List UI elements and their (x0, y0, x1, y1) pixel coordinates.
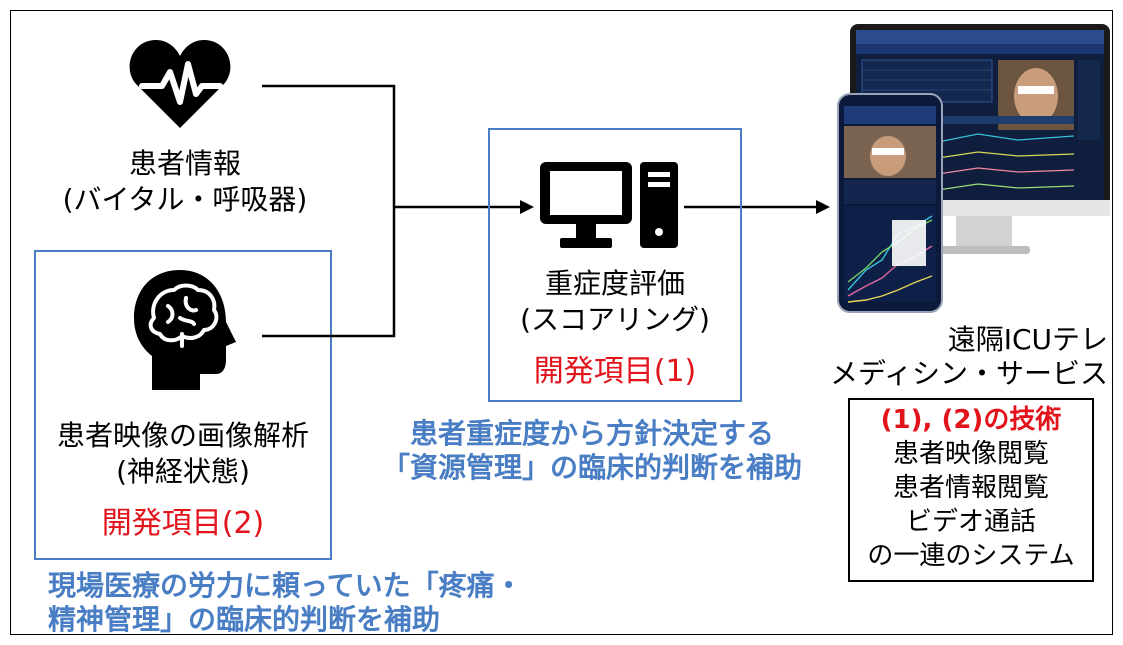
service-feature-3: ビデオ通話 (905, 507, 1036, 537)
resource-note-line1: 患者重症度から方針決定する (409, 417, 774, 450)
dev-item-2-label: 開発項目(2) (101, 506, 265, 541)
pain-note-line2: 精神管理」の臨床的判断を補助 (48, 603, 441, 636)
severity-title: 重症度評価 (544, 267, 685, 300)
image-analysis-subtitle: (神経状態) (116, 455, 250, 488)
image-analysis-title: 患者映像の画像解析 (56, 419, 309, 452)
patient-info-subtitle: (バイタル・呼吸器) (62, 183, 308, 216)
diagram-frame (10, 10, 1113, 635)
dev-item-1-label: 開発項目(1) (533, 354, 697, 389)
heart-pulse-icon (129, 40, 231, 128)
severity-subtitle: (スコアリング) (520, 303, 710, 336)
pain-note-line1: 現場医療の労力に頼っていた「疼痛・ (48, 569, 523, 602)
severity-box (488, 128, 742, 402)
service-feature-2: 患者情報閲覧 (892, 473, 1049, 503)
resource-note-line2: 「資源管理」の臨床的判断を補助 (381, 451, 802, 484)
service-features-box (848, 398, 1094, 582)
service-feature-1: 患者映像閲覧 (892, 439, 1049, 469)
service-title-line2: メディシン・サービス (829, 357, 1108, 390)
tech-label: (1), (2)の技術 (880, 405, 1062, 435)
patient-info-title: 患者情報 (128, 147, 241, 180)
monitor-tablet-screenshot (837, 24, 1110, 313)
service-feature-4: の一連のシステム (867, 541, 1075, 571)
image-analysis-box (34, 250, 332, 560)
desktop-computer-icon (540, 162, 678, 248)
brain-head-icon (134, 270, 236, 390)
service-title-line1: 遠隔ICUテレ (947, 323, 1108, 356)
